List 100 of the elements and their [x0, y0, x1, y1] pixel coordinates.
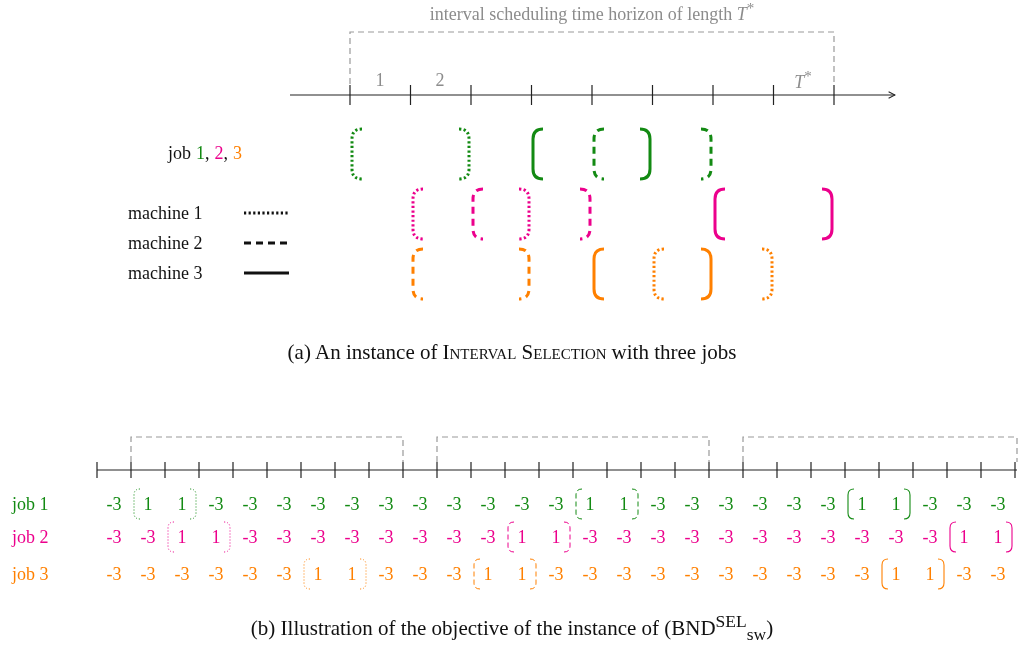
- value-label: 1: [891, 495, 901, 513]
- value-label: -3: [140, 565, 156, 583]
- value-label: 1: [857, 495, 867, 513]
- value-label: -3: [446, 528, 462, 546]
- value-label: 1: [347, 565, 357, 583]
- value-label: -3: [310, 528, 326, 546]
- value-label: -3: [174, 565, 190, 583]
- value-label: -3: [650, 495, 666, 513]
- value-label: 1: [313, 565, 323, 583]
- value-label: -3: [446, 495, 462, 513]
- heading: interval scheduling time horizon of length T$^{*}$: [429, 1, 755, 23]
- value-label: -3: [684, 495, 700, 513]
- value-label: 1: [959, 528, 969, 546]
- value-label: -3: [242, 528, 258, 546]
- tick-label: T$^{*}$: [794, 69, 812, 91]
- value-label: -3: [344, 495, 360, 513]
- value-label: -3: [786, 495, 802, 513]
- value-label: -3: [684, 565, 700, 583]
- value-label: -3: [990, 565, 1006, 583]
- value-label: -3: [820, 565, 836, 583]
- value-label: -3: [616, 565, 632, 583]
- value-label: -3: [480, 495, 496, 513]
- value-label: -3: [378, 565, 394, 583]
- value-label: -3: [106, 565, 122, 583]
- value-label: -3: [412, 495, 428, 513]
- separator: ,: [205, 144, 210, 162]
- separator: ,: [223, 144, 228, 162]
- tick-label: 1: [375, 71, 385, 89]
- value-label: 1: [619, 495, 629, 513]
- value-label: -3: [276, 528, 292, 546]
- row-label: job 3: [12, 565, 49, 583]
- value-label: -3: [718, 528, 734, 546]
- value-label: 1: [177, 528, 187, 546]
- value-label: -3: [684, 528, 700, 546]
- value-label: -3: [582, 565, 598, 583]
- value-label: -3: [548, 565, 564, 583]
- value-label: -3: [990, 495, 1006, 513]
- value-label: -3: [752, 565, 768, 583]
- legend-label: machine 1: [128, 204, 203, 222]
- job-number: 3: [233, 144, 242, 162]
- value-label: -3: [412, 528, 428, 546]
- job-number: 2: [214, 144, 224, 162]
- value-label: 1: [143, 495, 153, 513]
- value-label: 1: [925, 565, 935, 583]
- value-label: -3: [820, 528, 836, 546]
- value-label: -3: [514, 495, 530, 513]
- value-label: -3: [548, 495, 564, 513]
- value-label: -3: [242, 495, 258, 513]
- value-label: 1: [585, 495, 595, 513]
- value-label: 1: [517, 565, 527, 583]
- value-label: -3: [922, 495, 938, 513]
- value-label: -3: [752, 495, 768, 513]
- value-label: -3: [242, 565, 258, 583]
- tick-label: 2: [435, 71, 445, 89]
- value-label: -3: [208, 565, 224, 583]
- value-label: -3: [446, 565, 462, 583]
- value-label: -3: [786, 565, 802, 583]
- value-label: -3: [412, 565, 428, 583]
- value-label: -3: [718, 495, 734, 513]
- value-label: 1: [483, 565, 493, 583]
- value-label: 1: [891, 565, 901, 583]
- value-label: -3: [582, 528, 598, 546]
- caption: (a) An instance of: [287, 342, 438, 363]
- value-label: -3: [106, 495, 122, 513]
- value-label: -3: [344, 528, 360, 546]
- value-label: -3: [786, 528, 802, 546]
- value-label: -3: [956, 565, 972, 583]
- caption: Interval Selection: [442, 342, 607, 363]
- value-label: -3: [310, 495, 326, 513]
- value-label: -3: [650, 528, 666, 546]
- legend-label: machine 2: [128, 234, 203, 252]
- caption: with three jobs: [611, 342, 737, 363]
- value-label: -3: [140, 528, 156, 546]
- value-label: 1: [517, 528, 527, 546]
- row-label: job 2: [12, 528, 49, 546]
- value-label: 1: [177, 495, 187, 513]
- value-label: -3: [888, 528, 904, 546]
- value-label: -3: [208, 495, 224, 513]
- value-label: -3: [106, 528, 122, 546]
- value-label: 1: [211, 528, 221, 546]
- value-label: -3: [718, 565, 734, 583]
- value-label: -3: [854, 528, 870, 546]
- job-number: 1: [196, 144, 205, 162]
- value-label: -3: [854, 565, 870, 583]
- caption: (b) Illustration of the objective of the instance of (BND$^{SEL}$$_{sw}$): [250, 612, 774, 644]
- value-label: -3: [650, 565, 666, 583]
- value-label: -3: [276, 565, 292, 583]
- value-label: -3: [922, 528, 938, 546]
- row-label: job 1: [12, 495, 49, 513]
- value-label: -3: [480, 528, 496, 546]
- value-label: -3: [276, 495, 292, 513]
- value-label: -3: [820, 495, 836, 513]
- value-label: -3: [956, 495, 972, 513]
- value-label: -3: [378, 495, 394, 513]
- legend-label: machine 3: [128, 264, 203, 282]
- value-label: 1: [993, 528, 1003, 546]
- key-label: job: [168, 144, 191, 162]
- value-label: 1: [551, 528, 561, 546]
- value-label: -3: [378, 528, 394, 546]
- value-label: -3: [752, 528, 768, 546]
